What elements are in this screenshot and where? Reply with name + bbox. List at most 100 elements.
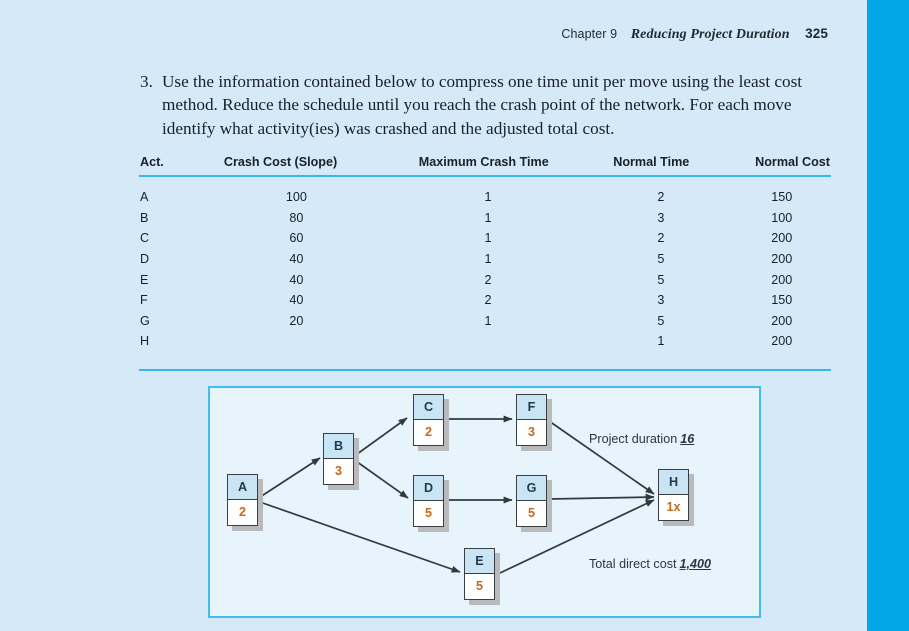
node-c[interactable]: C 2 xyxy=(413,394,449,451)
cell-max-crash: 1 xyxy=(484,190,492,205)
cell-normal-time: 2 xyxy=(657,231,665,246)
node-f-id: F xyxy=(517,395,546,420)
node-e-duration: 5 xyxy=(465,574,494,598)
node-a[interactable]: A 2 xyxy=(227,474,263,531)
header-normal-time: Normal Time xyxy=(589,155,733,177)
project-duration-label: Project duration xyxy=(589,432,678,446)
node-d-duration: 5 xyxy=(414,501,443,525)
page-edge-bar xyxy=(867,0,909,631)
cell-normal-time: 5 xyxy=(657,272,665,287)
network-arrows xyxy=(256,415,655,574)
node-c-id: C xyxy=(414,395,443,420)
cell-max-crash: 1 xyxy=(484,231,492,246)
question-number: 3. xyxy=(140,72,153,91)
arrow-b-to-d xyxy=(352,458,409,499)
cell-max-crash: 1 xyxy=(484,210,492,225)
node-d-id: D xyxy=(414,476,443,501)
node-e-id: E xyxy=(465,549,494,574)
node-g-duration: 5 xyxy=(517,501,546,525)
question-block: 3. Use the information contained below t… xyxy=(140,70,840,140)
table-row: F 40 2 3 150 xyxy=(139,290,831,311)
cell-act: B xyxy=(140,210,149,225)
table-row: G 20 1 5 200 xyxy=(139,311,831,332)
cell-max-crash: 1 xyxy=(484,313,492,328)
header-crash-cost: Crash Cost (Slope) xyxy=(205,155,387,177)
node-c-duration: 2 xyxy=(414,420,443,444)
node-body: F 3 xyxy=(516,394,547,446)
node-f-duration: 3 xyxy=(517,420,546,444)
cell-crash-cost: 40 xyxy=(289,272,304,287)
cell-max-crash: 1 xyxy=(484,252,492,267)
table-row: E 40 2 5 200 xyxy=(139,269,831,290)
running-head-chapter: Chapter 9 xyxy=(561,27,618,41)
cell-max-crash: 2 xyxy=(484,293,492,308)
table-row: H 1 200 xyxy=(139,331,831,352)
node-b[interactable]: B 3 xyxy=(323,433,359,490)
node-body: B 3 xyxy=(323,433,354,485)
question-text: Use the information contained below to c… xyxy=(162,72,803,138)
arrow-f-to-h xyxy=(548,420,655,495)
table-row: A 100 1 2 150 xyxy=(139,176,831,208)
arrow-g-to-h xyxy=(548,493,655,501)
cell-crash-cost: 40 xyxy=(289,293,304,308)
node-h-duration: 1x xyxy=(659,495,688,519)
running-head: Chapter 9 Reducing Project Duration 325 xyxy=(0,26,828,43)
cell-act: H xyxy=(140,334,150,349)
cell-normal-time: 1 xyxy=(657,334,665,349)
crash-cost-table: Act. Crash Cost (Slope) Maximum Crash Ti… xyxy=(139,155,831,352)
table-row: B 80 1 3 100 xyxy=(139,208,831,229)
node-a-duration: 2 xyxy=(228,500,257,524)
node-b-id: B xyxy=(324,434,353,459)
node-h[interactable]: H 1x xyxy=(658,469,694,526)
total-direct-cost-value: 1,400 xyxy=(679,557,712,571)
header-max-crash: Maximum Crash Time xyxy=(386,155,590,177)
running-head-title: Reducing Project Duration xyxy=(630,27,790,42)
arrow-a-to-b xyxy=(256,457,321,500)
cell-normal-cost: 200 xyxy=(771,334,793,349)
cell-normal-cost: 200 xyxy=(771,231,793,246)
node-d[interactable]: D 5 xyxy=(413,475,449,532)
network-diagram-panel: A 2 B 3 C 2 D 5 xyxy=(208,386,761,618)
cell-normal-cost: 200 xyxy=(771,272,793,287)
node-h-id: H xyxy=(659,470,688,495)
cell-act: G xyxy=(140,313,150,328)
node-f[interactable]: F 3 xyxy=(516,394,552,451)
header-normal-cost: Normal Cost xyxy=(732,155,831,177)
cell-normal-cost: 100 xyxy=(771,210,793,225)
cell-normal-time: 5 xyxy=(657,252,665,267)
table-row: D 40 1 5 200 xyxy=(139,249,831,270)
cell-normal-cost: 200 xyxy=(771,252,793,267)
node-b-duration: 3 xyxy=(324,459,353,483)
page-number: 325 xyxy=(805,26,828,41)
node-e[interactable]: E 5 xyxy=(464,548,500,605)
cell-act: E xyxy=(140,272,149,287)
node-body: E 5 xyxy=(464,548,495,600)
arrow-e-to-h xyxy=(499,499,655,574)
node-g[interactable]: G 5 xyxy=(516,475,552,532)
cell-crash-cost: 80 xyxy=(289,210,304,225)
arrow-b-to-c xyxy=(352,417,408,458)
cell-crash-cost: 60 xyxy=(289,231,304,246)
node-body: H 1x xyxy=(658,469,689,521)
node-a-id: A xyxy=(228,475,257,500)
cell-normal-time: 2 xyxy=(657,190,665,205)
cell-crash-cost: 100 xyxy=(285,190,307,205)
cell-normal-time: 3 xyxy=(657,210,665,225)
node-body: D 5 xyxy=(413,475,444,527)
node-body: G 5 xyxy=(516,475,547,527)
project-duration-value: 16 xyxy=(680,432,695,446)
node-body: C 2 xyxy=(413,394,444,446)
cell-crash-cost xyxy=(206,331,387,352)
cell-normal-cost: 200 xyxy=(771,313,793,328)
cell-max-crash: 2 xyxy=(484,272,492,287)
cell-max-crash xyxy=(387,331,589,352)
header-act: Act. xyxy=(139,155,206,177)
cell-normal-time: 5 xyxy=(657,313,665,328)
cell-act: F xyxy=(140,293,148,308)
table-bottom-rule xyxy=(139,369,831,371)
cell-act: C xyxy=(140,231,150,246)
node-body: A 2 xyxy=(227,474,258,526)
